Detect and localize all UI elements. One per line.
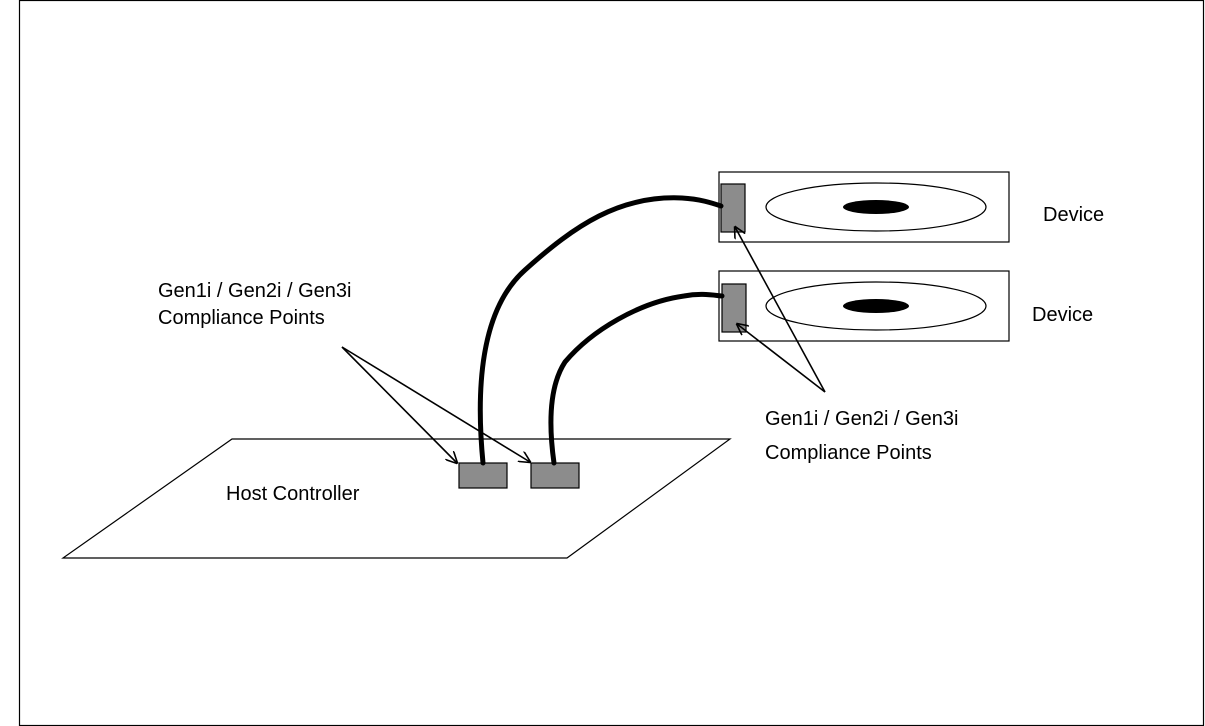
host-controller-label: Host Controller	[226, 483, 360, 505]
compliance-label-right-line2: Compliance Points	[765, 442, 932, 464]
device-spindle-bottom	[843, 299, 909, 313]
device-platter-bottom	[765, 281, 987, 331]
compliance-arrow-left-a	[341, 346, 457, 463]
compliance-label-left-line2: Compliance Points	[158, 307, 325, 329]
device-label-bottom: Device	[1032, 304, 1093, 326]
host-connector-right	[530, 462, 580, 489]
compliance-label-right: Gen1i / Gen2i / Gen3i Compliance Points	[765, 408, 964, 464]
compliance-arrow-right-a	[735, 227, 826, 393]
device-connector-top	[720, 183, 746, 233]
device-platter-top	[765, 182, 987, 232]
device-label-top: Device	[1043, 204, 1104, 226]
cable-bottom	[548, 291, 725, 466]
host-connector-left	[458, 462, 508, 489]
device-spindle-top	[843, 200, 909, 214]
device-connector-bottom	[721, 283, 747, 333]
compliance-label-left-line1: Gen1i / Gen2i / Gen3i	[158, 280, 351, 302]
device-enclosure-bottom	[718, 270, 1010, 342]
cable-top	[477, 195, 724, 466]
compliance-arrow-right-b	[737, 324, 826, 393]
diagram-frame	[18, 0, 1205, 726]
compliance-label-right-line1: Gen1i / Gen2i / Gen3i	[765, 408, 958, 430]
host-controller-board	[61, 438, 732, 559]
compliance-arrow-left-b	[341, 346, 530, 462]
compliance-label-left: Gen1i / Gen2i / Gen3i Compliance Points	[158, 280, 357, 329]
